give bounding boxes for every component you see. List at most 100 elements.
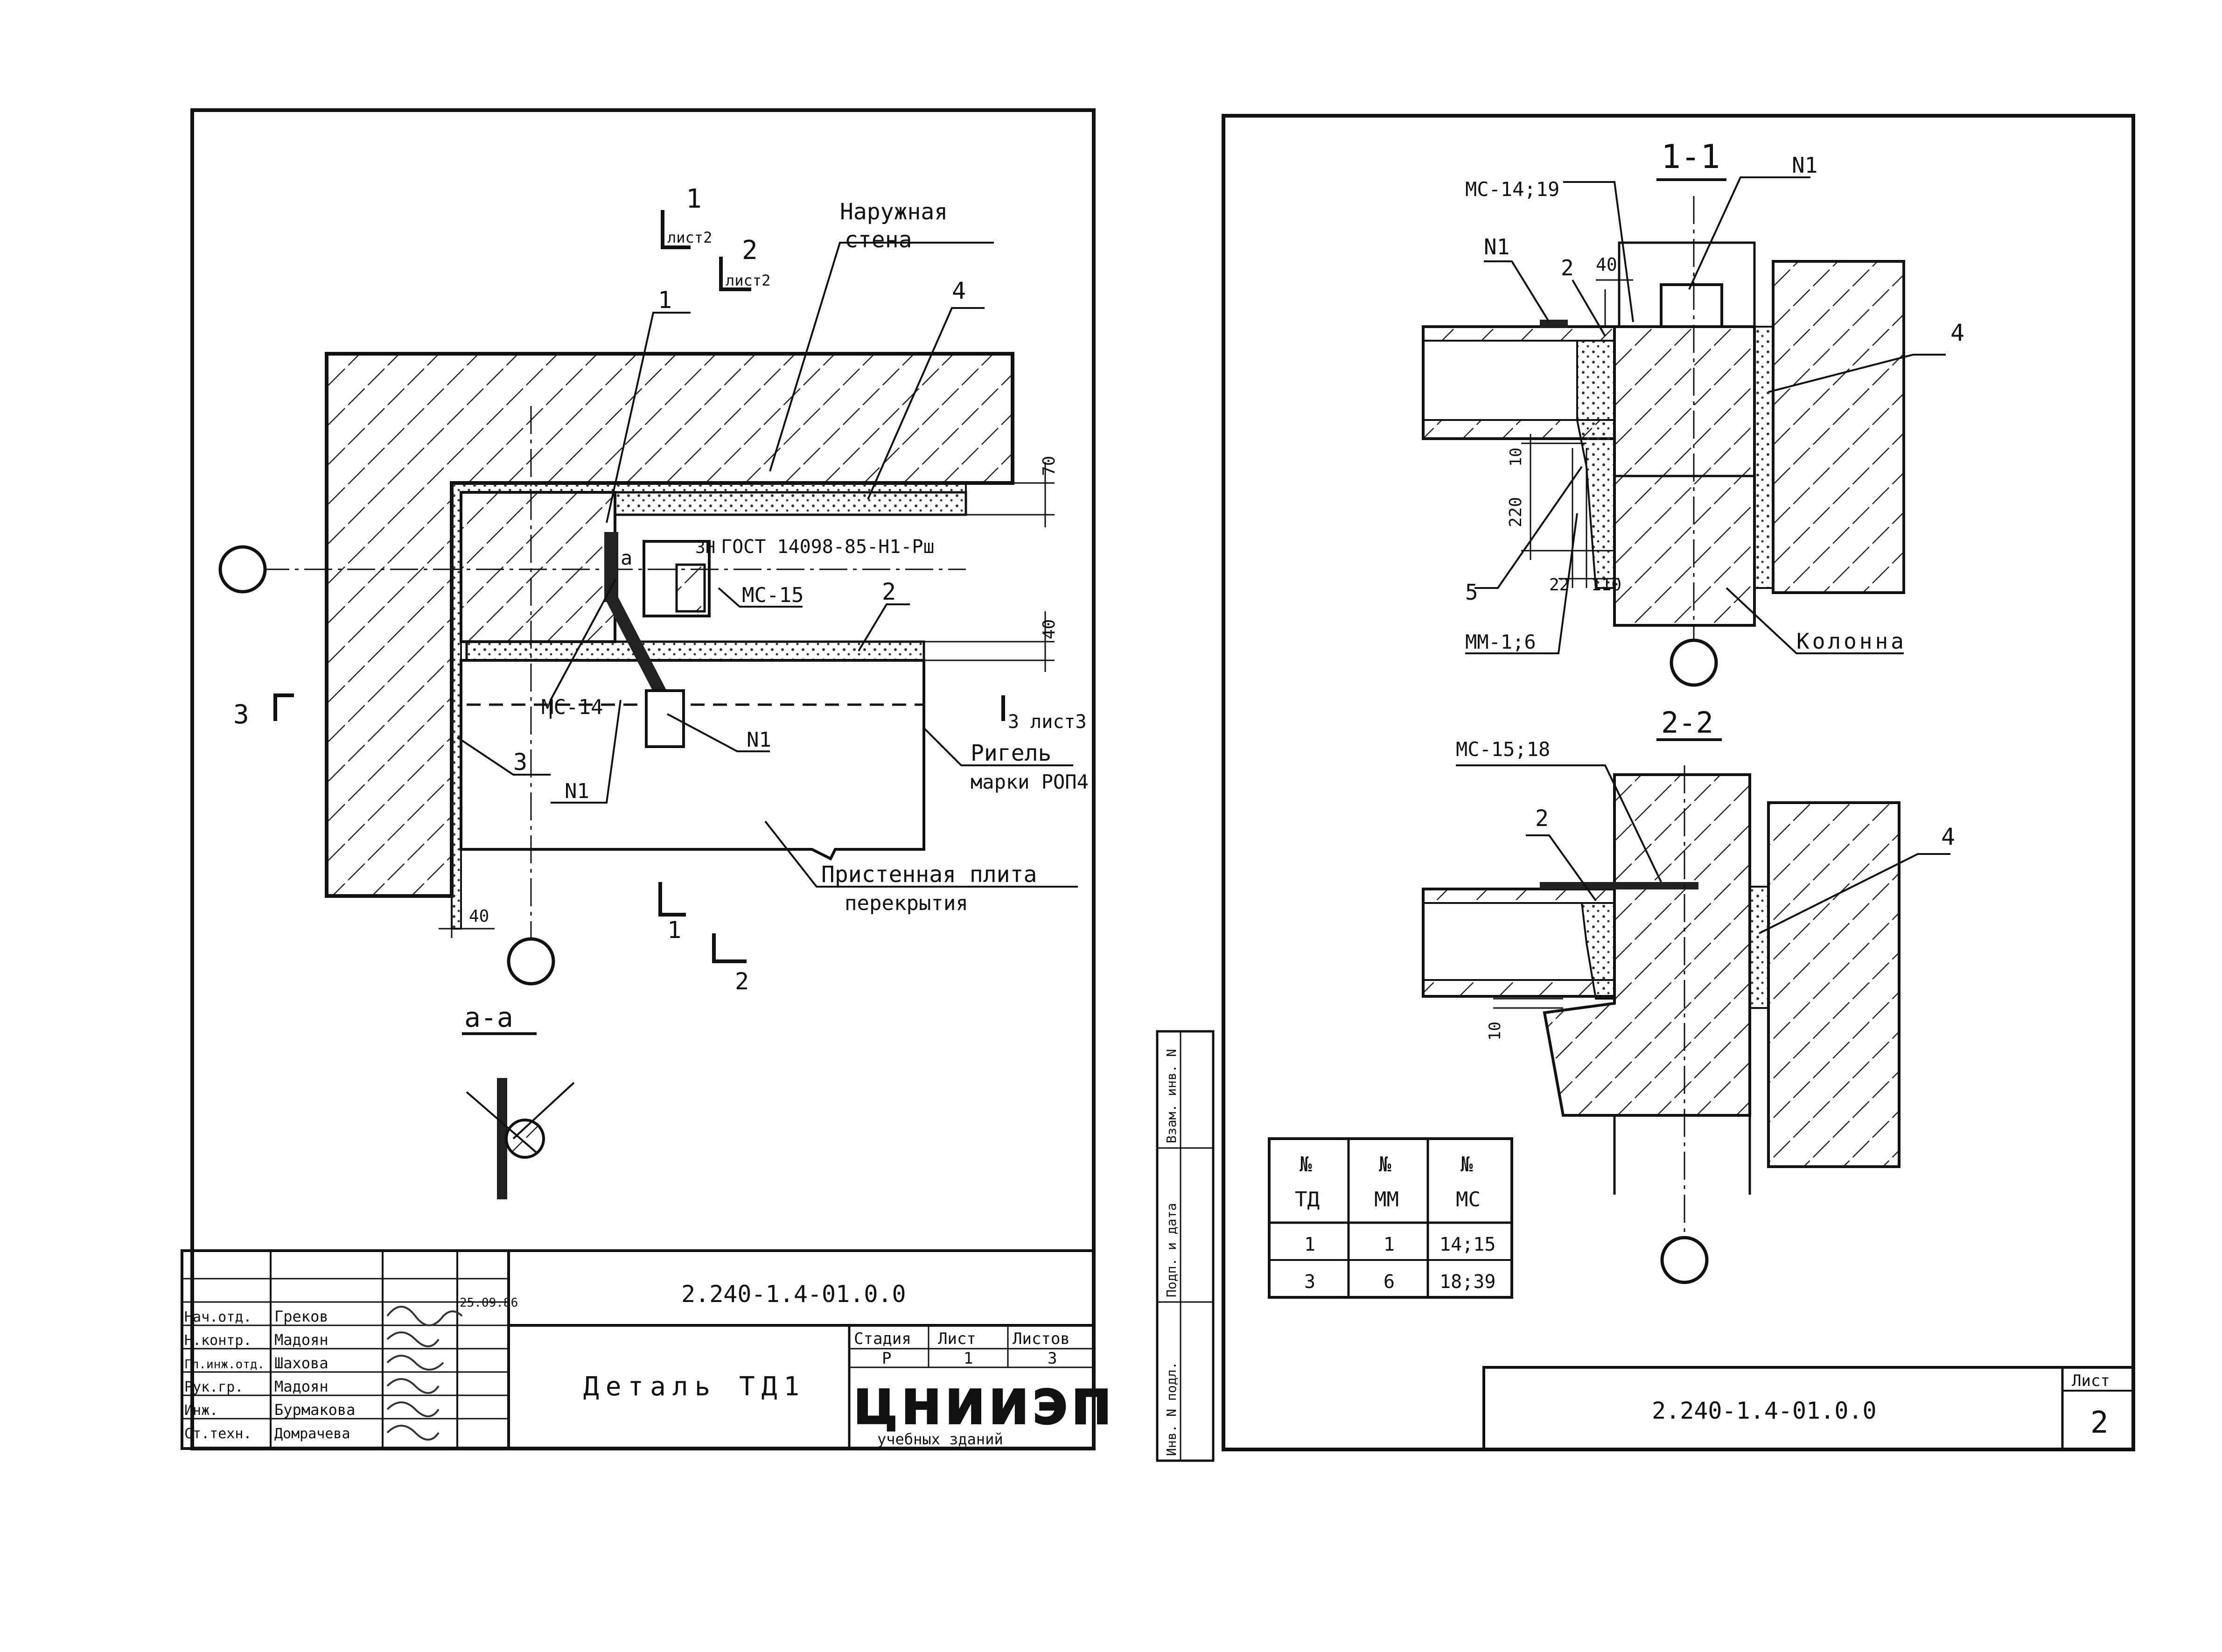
tb2-sheet-hdr: Лист [2072, 1372, 2110, 1390]
table-r0-c0: 1 [1304, 1234, 1315, 1255]
plate-flange [675, 563, 706, 613]
leader [606, 312, 691, 523]
tb1-name-5: Домрачева [274, 1426, 350, 1442]
riegel-beam [460, 491, 616, 643]
sec11-dim40: 40 [1596, 254, 1617, 275]
label-cut-1: 1 [667, 917, 681, 944]
leader [1759, 853, 1950, 934]
riegel-top-layer [614, 491, 967, 516]
tb1-name-3: Мадоян [274, 1378, 328, 1395]
cut-mark-1 [658, 882, 686, 917]
wall-slab [460, 659, 925, 861]
sec22-column [1543, 773, 1751, 1117]
embedded-plate-ms14 [604, 532, 618, 602]
sec11-slab-top [1422, 326, 1615, 342]
label-n1-a: N1 [747, 728, 771, 752]
sec22-axis-marker [1660, 1236, 1709, 1284]
leader [456, 736, 551, 776]
tb1-sheet-hdr: Лист [938, 1330, 976, 1348]
label-dim70: 70 [1040, 456, 1059, 476]
label-slab-1: Пристенная плита [821, 861, 1037, 888]
embedded-plate-ms15 [643, 540, 711, 617]
leader [764, 820, 1078, 888]
section-mark-1 [661, 210, 691, 249]
outer-wall [325, 352, 1014, 898]
leader [1563, 181, 1634, 322]
tb1-role-1: Н.контр. [184, 1332, 252, 1349]
sec22-title: 2-2 [1661, 706, 1713, 740]
label-pos3: 3 [513, 749, 527, 776]
sec11-mortar [1754, 326, 1774, 589]
side-stamp-0: Инв. N подл. [1164, 1362, 1179, 1456]
tb1-name-2: Шахова [274, 1354, 328, 1372]
sec11-dim22: 22 [1549, 575, 1569, 595]
label-section-1-sheet: лист2 [667, 229, 712, 246]
leader [551, 700, 622, 804]
sec22-pos2: 2 [1535, 805, 1549, 832]
sec22-right-wall [1767, 801, 1901, 1168]
tb1-org-sub: учебных зданий [877, 1430, 1003, 1448]
leader [718, 587, 803, 608]
side-stamp: Инв. N подл. Подп. и дата Взам. инв. N [1156, 1030, 1215, 1462]
label-pos4: 4 [952, 277, 966, 304]
sec22-grout [1580, 902, 1615, 1000]
label-dim40-right: 40 [1040, 619, 1059, 639]
embedded-parts-table: № ТД № ММ № МС 1 1 14;15 3 6 18;39 [1268, 1137, 1513, 1299]
sec11-title: 1-1 [1661, 138, 1720, 176]
leader [769, 242, 994, 472]
sec11-dim10: 10 [1507, 448, 1525, 467]
weld-detail-line [512, 1082, 575, 1140]
label-weld-symbol: 3Н [695, 538, 715, 557]
sheet-1: Наружная стена 4 1 2 3 3Н ГОСТ 14098-85-… [181, 108, 1112, 1450]
sec11-mm: ММ-1;6 [1465, 630, 1536, 653]
label-section-2-sheet: лист2 [726, 272, 770, 289]
weld-detail-bar [505, 1119, 545, 1159]
table-h1-b: ММ [1374, 1188, 1399, 1211]
leader [1726, 587, 1904, 654]
sec22-plate [1540, 882, 1698, 889]
table-r0-c1: 1 [1384, 1234, 1395, 1255]
axis-marker-left [218, 545, 267, 594]
tb1-role-5: Ст.техн. [184, 1426, 252, 1442]
sec11-pos4: 4 [1950, 319, 1964, 346]
sec11-grout [1576, 340, 1615, 589]
tb1-name-1: Мадоян [274, 1331, 328, 1349]
label-section-3: 3 [233, 700, 249, 730]
sec22-pos4: 4 [1941, 823, 1955, 850]
tb1-sheets: 3 [1048, 1349, 1057, 1368]
sec22-slab-bottom [1422, 979, 1615, 997]
sec22-ms: МС-15;18 [1456, 738, 1550, 761]
tb1-sheets-hdr: Листов [1013, 1330, 1070, 1348]
label-ms15: МС-15 [742, 583, 804, 607]
label-slab-2: перекрытия [845, 891, 968, 915]
tb1-stage: Р [882, 1349, 891, 1368]
weld-detail-plate [497, 1078, 507, 1199]
sheet-2: 1-1 МС-14;19 N1 N1 2 [1156, 114, 2135, 1462]
tb1-sheet: 1 [964, 1349, 973, 1368]
leader [1456, 764, 1662, 882]
leader [1688, 176, 1810, 290]
label-n1-b: N1 [565, 779, 589, 803]
label-riegel-2: марки РОП4 [971, 770, 1089, 793]
sec11-n1-top: N1 [1792, 153, 1817, 178]
side-stamp-2: Взам. инв. N [1164, 1049, 1179, 1143]
leader [1474, 466, 1583, 589]
label-section-3-sheet: 3 лист3 [1008, 711, 1087, 733]
sec11-ms: МС-14;19 [1465, 178, 1559, 201]
leader [667, 713, 770, 752]
sec11-plate-small [1540, 320, 1568, 328]
tb1-doc-code: 2.240-1.4-01.0.0 [681, 1281, 906, 1308]
cut-mark-2 [712, 933, 747, 963]
leader [858, 603, 910, 652]
label-pos2: 2 [882, 578, 896, 605]
leader [867, 307, 985, 500]
leader [1572, 279, 1606, 337]
leader [550, 578, 617, 719]
tb1-role-0: Нач.отд. [184, 1309, 252, 1325]
mortar-layer-2 [465, 640, 925, 662]
bar-anchor [645, 689, 685, 748]
tb1-date: 25.09.86 [460, 1296, 518, 1310]
tb1-title: Деталь ТД1 [583, 1372, 806, 1402]
label-gost: ГОСТ 14098-85-Н1-Рш [721, 536, 935, 558]
table-h1-a: № [1379, 1153, 1391, 1176]
